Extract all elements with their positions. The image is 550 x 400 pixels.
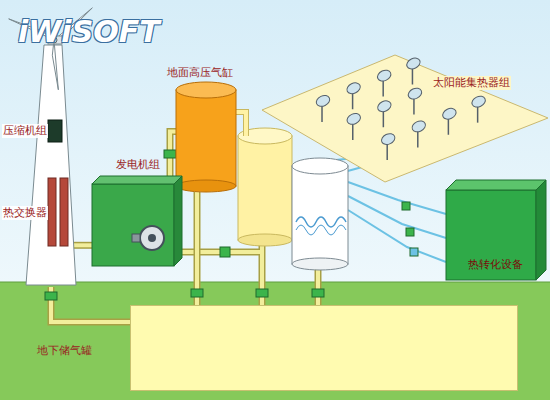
heat-exchanger: [60, 178, 68, 246]
high-pressure-tank: 地面高压气缸: [160, 66, 240, 194]
tank-bottom: [238, 234, 292, 246]
node-label: 压缩机组: [2, 124, 48, 138]
collector-dish: [345, 81, 362, 96]
sky: [0, 0, 550, 284]
valve: [256, 289, 268, 297]
collector-pole: [386, 144, 388, 160]
generator-symbol: [140, 226, 164, 250]
collector-pole: [352, 93, 354, 109]
tank-top: [292, 158, 348, 174]
ground: [0, 282, 550, 400]
underground-storage: 地下储气罐: [30, 300, 525, 396]
collector-dish: [315, 93, 332, 108]
heat-exchanger: [48, 178, 56, 246]
valve: [191, 289, 203, 297]
pipe-outline: [194, 192, 201, 305]
valve: [406, 228, 414, 236]
node-shape: [24, 44, 78, 287]
generator-symbol: [148, 234, 156, 242]
box-side: [536, 180, 546, 280]
node-label: 发电机组: [115, 158, 161, 172]
node-label: 太阳能集热器组: [432, 76, 511, 90]
node-label: 热交换器: [2, 206, 48, 220]
collector-dish: [470, 94, 487, 109]
collector-pole: [448, 119, 450, 135]
heat-line: [348, 210, 446, 262]
valve: [164, 150, 176, 158]
tank-body: [176, 90, 236, 186]
valve: [402, 202, 410, 210]
tower-body: [26, 45, 76, 285]
node-shape: [258, 48, 550, 188]
node-shape: [92, 176, 182, 266]
tank-bottom: [176, 180, 236, 192]
box-front: [92, 184, 174, 266]
collector-pole: [413, 99, 415, 115]
liquid-wave: [296, 225, 346, 235]
collector-pole: [412, 69, 414, 85]
storage-body: [130, 305, 518, 391]
pipe-outline: [72, 242, 92, 249]
collector-pole: [383, 111, 385, 127]
collector-dish: [410, 119, 427, 134]
node-label: 地面高压气缸: [166, 66, 234, 80]
box-top: [92, 176, 182, 184]
collector-dish: [380, 132, 397, 147]
box-side: [174, 176, 182, 266]
collector-dish: [345, 111, 362, 126]
horizon: [0, 282, 550, 283]
pipe: [195, 192, 199, 305]
collector-ground: [262, 55, 548, 182]
collector-dish: [441, 106, 458, 121]
generator-set: 发电机组: [88, 156, 188, 268]
node-shape: [176, 82, 236, 192]
generator-symbol: [132, 234, 140, 242]
collector-pole: [477, 107, 479, 123]
watermark: iWiSOFT: [18, 14, 160, 49]
valve: [312, 289, 324, 297]
heat-line: [348, 182, 446, 214]
collector-pole: [352, 124, 354, 140]
valve: [410, 248, 418, 256]
node-label: 地下储气罐: [36, 344, 93, 358]
pipe-outline: [51, 287, 130, 322]
solar-collector-field: 太阳能集热器组: [258, 48, 550, 188]
collector-pole: [382, 81, 384, 97]
collector-dish: [405, 56, 422, 71]
tank-body: [292, 166, 348, 264]
node-label: 热转化设备: [467, 258, 524, 272]
heat-conversion-unit: 热转化设备: [440, 176, 550, 284]
collector-pole: [321, 106, 323, 122]
collector-pole: [417, 131, 419, 147]
collector-dish: [376, 68, 393, 83]
collector-dish: [406, 86, 423, 101]
tank-bottom: [292, 258, 348, 270]
tank-body: [238, 136, 292, 240]
tank-top: [176, 82, 236, 98]
box-front: [446, 190, 536, 280]
collector-dish: [376, 99, 393, 114]
valve: [220, 247, 230, 257]
compressor: [48, 120, 62, 142]
pipe: [72, 243, 92, 247]
heat-line: [348, 196, 446, 238]
valve: [45, 292, 57, 300]
box-top: [446, 180, 546, 190]
white-tank: [292, 158, 348, 270]
pipe: [51, 287, 130, 322]
